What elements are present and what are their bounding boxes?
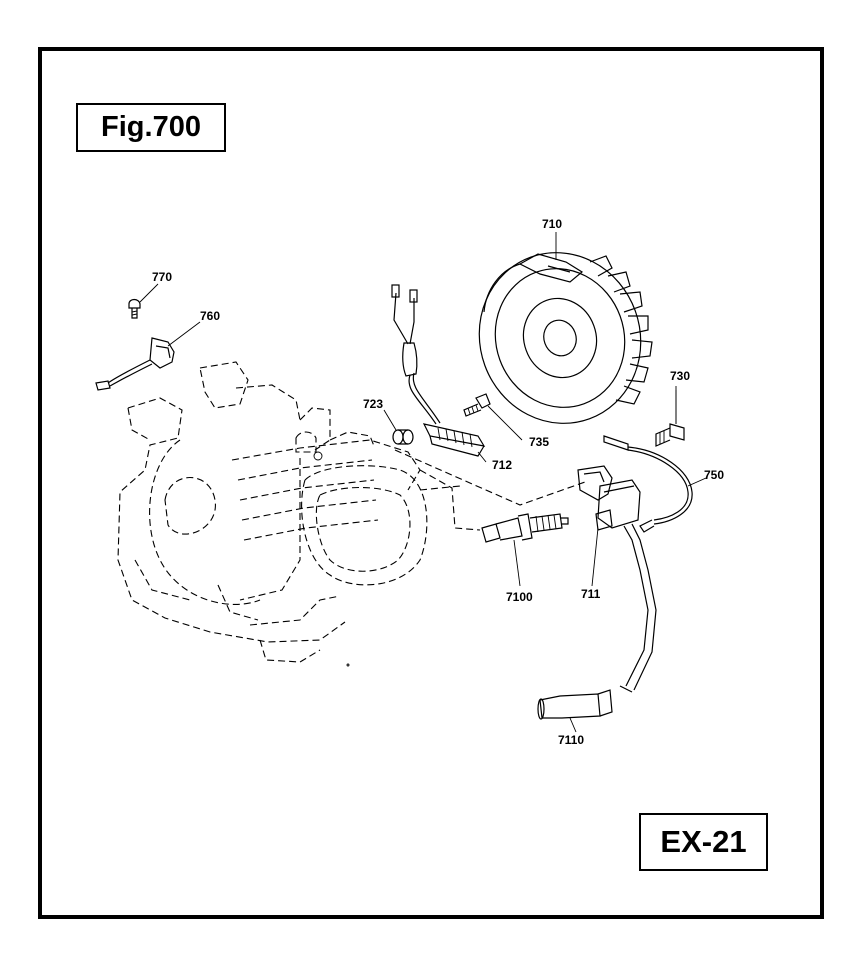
callout-750: 750: [704, 468, 724, 482]
part-712-coil: [391, 284, 486, 457]
part-770-screw: [128, 298, 141, 319]
diagram-frame: [38, 47, 824, 919]
callout-730: 730: [670, 369, 690, 383]
callout-770: 770: [152, 270, 172, 284]
callout-710: 710: [542, 217, 562, 231]
part-730-plug: [655, 390, 685, 447]
callout-7110: 7110: [558, 733, 584, 747]
part-760-sensor: [95, 337, 175, 391]
page-code-box: EX-21: [639, 813, 768, 871]
engine-block-outline: [117, 361, 586, 667]
part-735-bolt: [463, 393, 491, 417]
callout-7100: 7100: [506, 590, 533, 604]
callout-723: 723: [363, 397, 383, 411]
callout-760: 760: [200, 309, 220, 323]
callout-711: 711: [581, 587, 601, 601]
part-723-collar: [392, 429, 414, 445]
callout-labels: 710 770 760 730 723 735 712 750 7100 711…: [152, 217, 724, 747]
leader-lines: [139, 232, 707, 733]
figure-title: Fig.700: [76, 103, 226, 152]
part-710-flywheel: [478, 252, 653, 424]
part-7110-plug-cap: [537, 689, 613, 720]
callout-712: 712: [492, 458, 512, 472]
part-7100-spark-plug: [481, 513, 569, 543]
callout-735: 735: [529, 435, 549, 449]
part-711-ignition-coil: [577, 465, 657, 693]
part-750-wire: [603, 435, 693, 533]
